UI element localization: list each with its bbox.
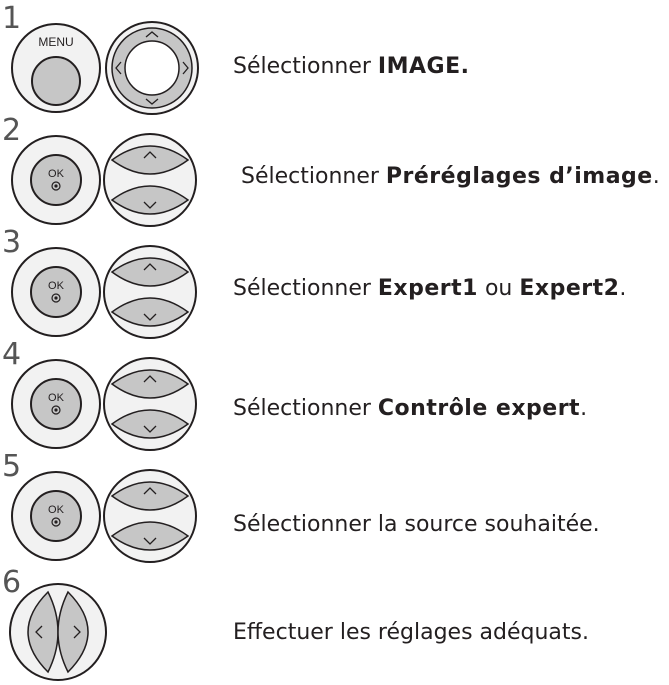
step-2-remote: OK xyxy=(11,133,197,227)
ok-label: OK xyxy=(48,392,65,404)
up-arrow-icon xyxy=(143,151,157,159)
down-arrow-icon xyxy=(143,537,157,545)
ok-label: OK xyxy=(48,168,65,180)
step-5-remote: OK xyxy=(11,469,197,563)
step-2: OK 2 Sélectionner Préréglages d’image. xyxy=(0,116,669,227)
down-arrow-icon xyxy=(143,313,157,321)
ok-button[interactable] xyxy=(30,266,82,318)
step-3-remote: OK xyxy=(11,245,197,339)
down-button[interactable] xyxy=(110,185,190,215)
down-arrow-icon xyxy=(143,425,157,433)
step-6-remote xyxy=(9,583,107,681)
menu-label: MENU xyxy=(38,35,73,49)
up-arrow-icon xyxy=(143,375,157,383)
step-number: 4 xyxy=(2,337,22,372)
right-arrow-icon xyxy=(73,625,81,639)
down-button[interactable] xyxy=(110,409,190,439)
ok-button[interactable] xyxy=(30,490,82,542)
ok-label: OK xyxy=(48,504,65,516)
down-button[interactable] xyxy=(110,297,190,327)
ok-button[interactable] xyxy=(30,154,82,206)
step-3-text: Sélectionner Expert1 ou Expert2. xyxy=(233,276,627,301)
up-button[interactable] xyxy=(110,369,190,399)
down-arrow-icon xyxy=(145,98,159,105)
step-1-text: Sélectionner IMAGE. xyxy=(233,54,470,79)
step-6: 6 Effectuer les réglages adéquats. xyxy=(0,568,669,681)
left-button[interactable] xyxy=(27,590,59,674)
right-arrow-icon xyxy=(182,61,189,75)
up-button[interactable] xyxy=(110,481,190,511)
step-number: 2 xyxy=(2,113,22,148)
down-button[interactable] xyxy=(110,521,190,551)
step-2-text: Sélectionner Préréglages d’image. xyxy=(241,164,660,189)
up-button[interactable] xyxy=(110,145,190,175)
step-5-text: Sélectionner la source souhaitée. xyxy=(233,512,600,537)
right-button[interactable] xyxy=(57,590,89,674)
step-number: 3 xyxy=(2,225,22,260)
menu-button[interactable] xyxy=(31,56,81,106)
ok-label: OK xyxy=(48,280,65,292)
step-1-remote: MENU xyxy=(11,21,199,115)
step-4-remote: OK xyxy=(11,357,197,451)
step-1: MENU 1 Sélectionner IMAGE. xyxy=(0,4,669,115)
up-button[interactable] xyxy=(110,257,190,287)
left-arrow-icon xyxy=(35,625,43,639)
step-4: OK 4 Sélectionner Contrôle expert. xyxy=(0,340,669,451)
down-arrow-icon xyxy=(143,201,157,209)
up-arrow-icon xyxy=(143,263,157,271)
step-4-text: Sélectionner Contrôle expert. xyxy=(233,396,588,421)
step-number: 1 xyxy=(2,1,22,36)
step-number: 6 xyxy=(2,565,22,600)
ok-button[interactable] xyxy=(30,378,82,430)
step-3: OK 3 Sélectionner Expert1 ou Expert2. xyxy=(0,228,669,339)
step-number: 5 xyxy=(2,449,22,484)
left-arrow-icon xyxy=(115,61,122,75)
up-arrow-icon xyxy=(145,31,159,38)
step-6-text: Effectuer les réglages adéquats. xyxy=(233,620,589,645)
up-arrow-icon xyxy=(143,487,157,495)
step-5: OK 5 Sélectionner la source souhaitée. xyxy=(0,452,669,563)
